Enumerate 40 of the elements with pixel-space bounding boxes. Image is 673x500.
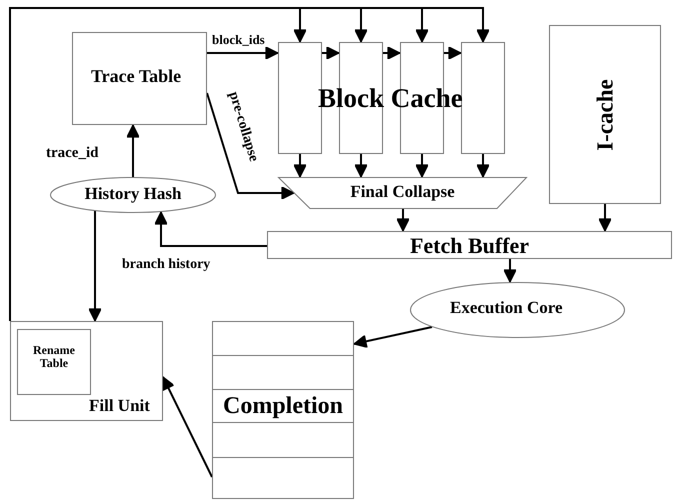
arrow [476, 154, 490, 178]
unit-box [267, 231, 672, 259]
arrow [154, 211, 267, 247]
node-label: Execution Core [450, 299, 563, 318]
node-label: Fetch Buffer [408, 234, 530, 258]
unit-box [72, 32, 207, 125]
arrow [444, 46, 462, 60]
unit-box [10, 321, 163, 421]
arrow [162, 376, 213, 478]
unit-box [212, 321, 354, 499]
arrow [598, 204, 612, 232]
node-label: Rename Table [32, 344, 76, 370]
arrow [126, 124, 140, 177]
arrow [383, 46, 401, 60]
node-label: History Hash [84, 185, 182, 204]
node-label: Final Collapse [349, 183, 456, 202]
unit-box [17, 329, 91, 395]
arrow [88, 211, 102, 322]
edge-label: trace_id [46, 145, 98, 162]
edge-label: branch history [122, 257, 210, 272]
cache-column-box [461, 42, 505, 154]
node-label: Trace Table [91, 67, 182, 87]
arrow [206, 92, 295, 200]
arrow [415, 154, 429, 178]
node-label: Completion [222, 393, 344, 420]
ellipse-node [410, 282, 625, 338]
arrow [396, 209, 410, 232]
arrow [207, 46, 279, 60]
edge-label: block_ids [212, 33, 265, 48]
arrow [354, 154, 368, 178]
arrow [353, 326, 432, 348]
collapse-trapezoid [278, 177, 527, 209]
unit-box [549, 25, 661, 204]
block-cache-label: Block Cache [318, 84, 463, 114]
node-label: Fill Unit [89, 397, 150, 416]
arrow [322, 46, 340, 60]
node-label: I-cache [592, 78, 618, 150]
arrow [293, 154, 307, 178]
arrow [503, 259, 517, 283]
ellipse-node [50, 177, 216, 213]
